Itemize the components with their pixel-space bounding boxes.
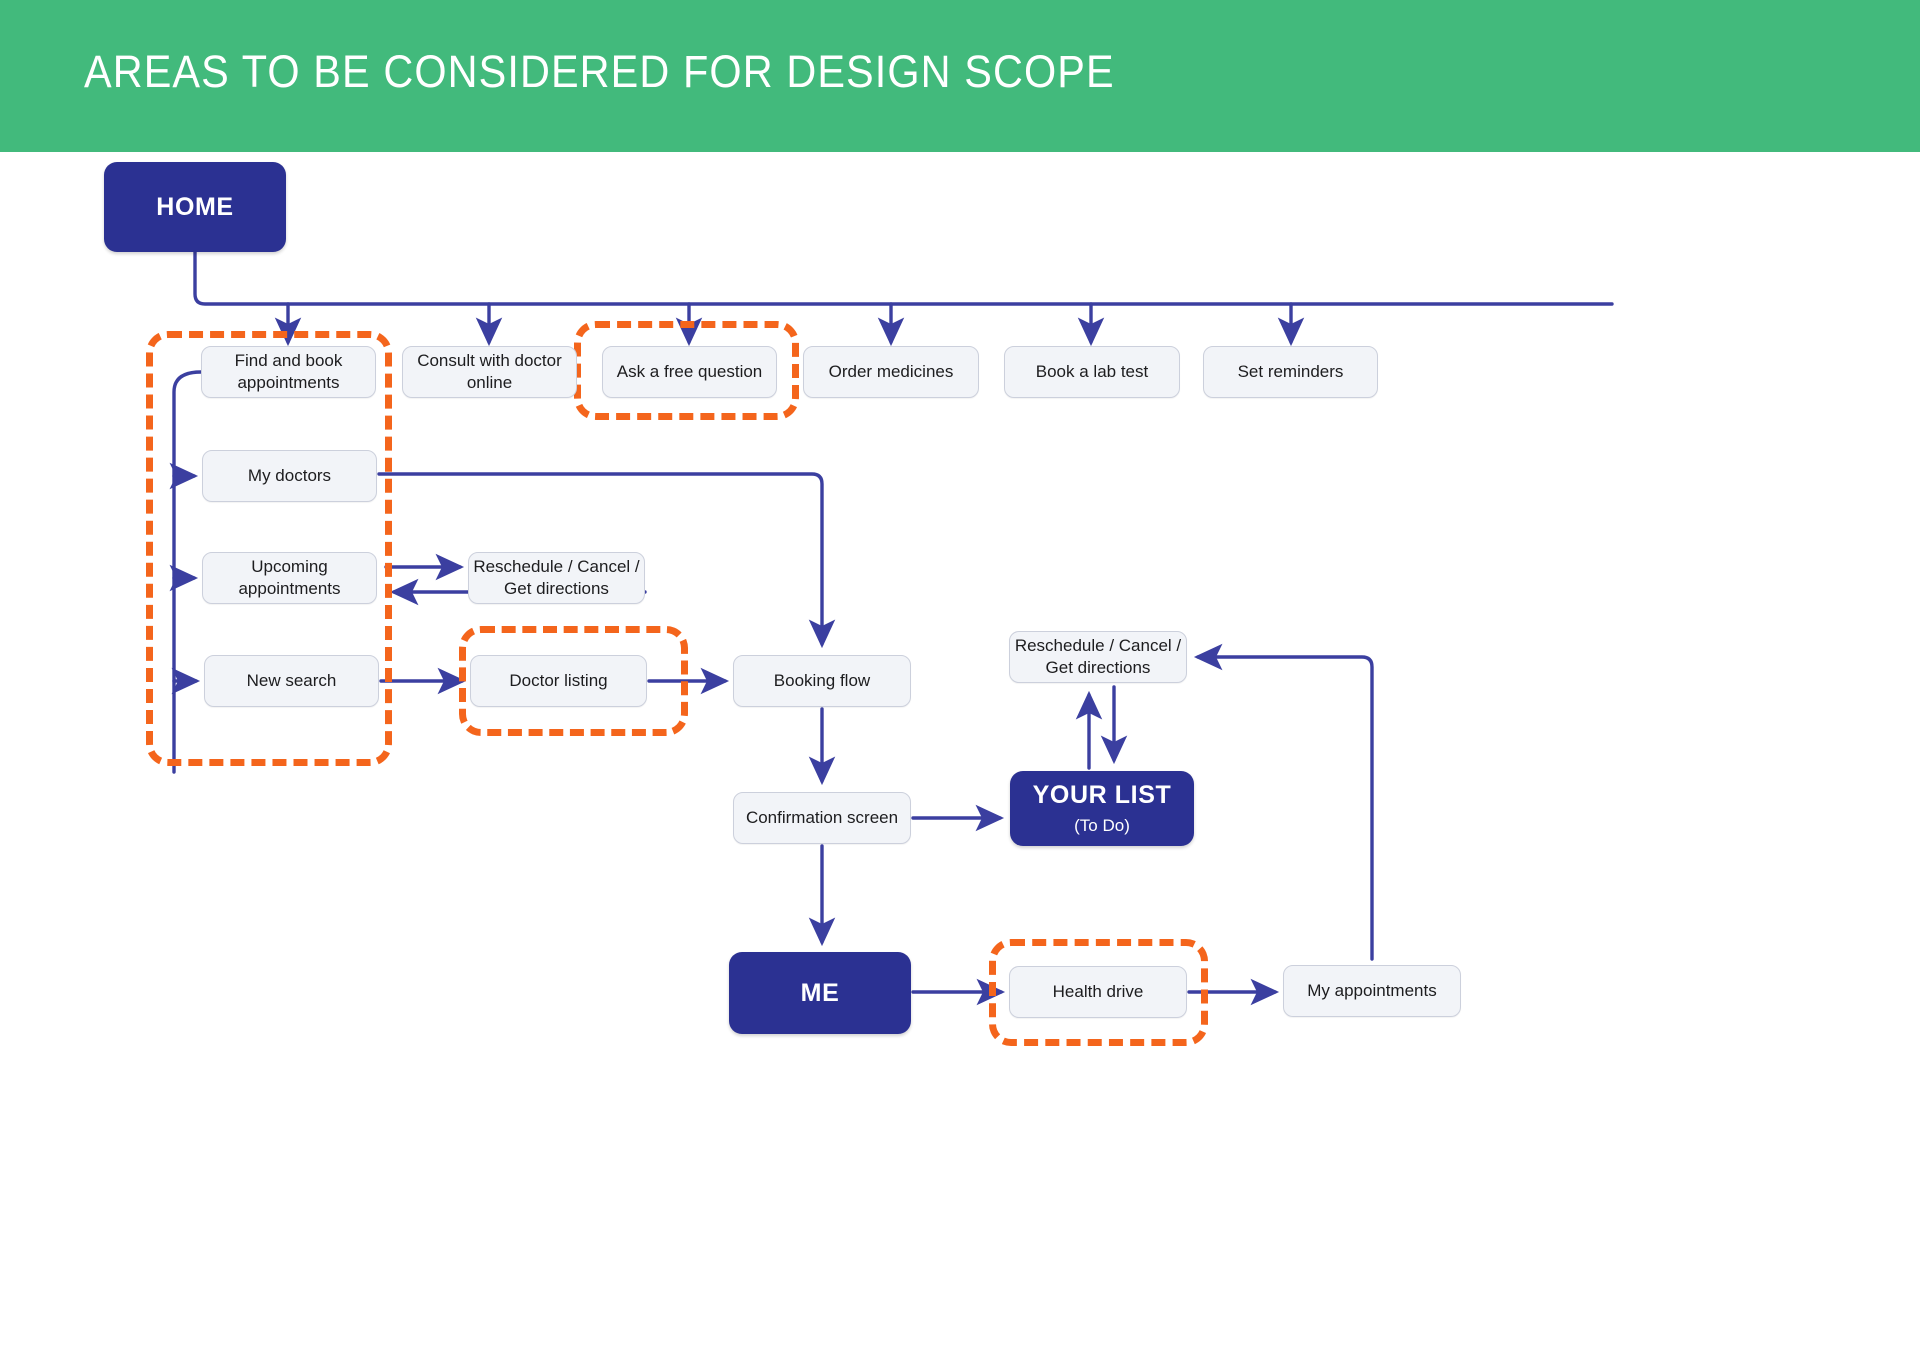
node-label-line2: online bbox=[466, 373, 513, 392]
node-label-line2: appointments bbox=[238, 579, 341, 598]
node-label-line1: Upcoming bbox=[251, 556, 328, 576]
node-label-line2: appointments bbox=[237, 373, 340, 392]
node-label-line1: New search bbox=[246, 670, 337, 690]
node-health-drive[interactable]: Health drive bbox=[1009, 966, 1187, 1018]
node-label-line1: Health drive bbox=[1052, 981, 1144, 1001]
node-doctor-listing[interactable]: Doctor listing bbox=[470, 655, 647, 707]
node-me[interactable]: ME bbox=[729, 952, 911, 1034]
flowchart-canvas: HOME Find and book appointments Consult … bbox=[0, 152, 1920, 1358]
edge-home-bus bbox=[193, 250, 1614, 306]
node-me-label: ME bbox=[800, 978, 840, 1007]
node-home[interactable]: HOME bbox=[104, 162, 286, 252]
node-reschedule-cancel-get-directions-left[interactable]: Reschedule / Cancel / Get directions bbox=[468, 552, 645, 604]
node-booking-flow[interactable]: Booking flow bbox=[733, 655, 911, 707]
node-label-line1: Reschedule / Cancel / bbox=[1014, 635, 1182, 655]
node-my-doctors[interactable]: My doctors bbox=[202, 450, 377, 502]
node-label-line1: My doctors bbox=[247, 465, 332, 485]
node-consult-with-doctor-online[interactable]: Consult with doctor online bbox=[402, 346, 577, 398]
node-label-line2: Get directions bbox=[1045, 658, 1151, 677]
node-your-list[interactable]: YOUR LIST (To Do) bbox=[1010, 771, 1194, 846]
edge-find-book-spine bbox=[172, 370, 203, 774]
node-label-line1: Reschedule / Cancel / bbox=[473, 556, 640, 576]
node-label-line1: Confirmation screen bbox=[745, 807, 899, 827]
node-my-appointments[interactable]: My appointments bbox=[1283, 965, 1461, 1017]
node-home-label: HOME bbox=[156, 192, 234, 221]
node-label-line1: Ask a free question bbox=[616, 361, 763, 381]
flowchart-connectors bbox=[169, 250, 1614, 1006]
node-upcoming-appointments[interactable]: Upcoming appointments bbox=[202, 552, 377, 604]
node-label-line1: Booking flow bbox=[773, 670, 871, 690]
node-order-medicines[interactable]: Order medicines bbox=[803, 346, 979, 398]
node-reschedule-cancel-get-directions-right[interactable]: Reschedule / Cancel / Get directions bbox=[1009, 631, 1187, 683]
node-find-and-book-appointments[interactable]: Find and book appointments bbox=[201, 346, 376, 398]
page-title: AREAS TO BE CONSIDERED FOR DESIGN SCOPE bbox=[84, 46, 1115, 97]
node-label-line1: Doctor listing bbox=[509, 670, 608, 690]
node-ask-a-free-question[interactable]: Ask a free question bbox=[602, 346, 777, 398]
node-label-line1: My appointments bbox=[1307, 980, 1437, 1000]
node-label-line1: Order medicines bbox=[828, 361, 954, 381]
node-label-line1: Find and book bbox=[234, 350, 343, 370]
node-label-line1: Set reminders bbox=[1237, 361, 1344, 381]
node-label-line1: Book a lab test bbox=[1035, 361, 1149, 381]
node-set-reminders[interactable]: Set reminders bbox=[1203, 346, 1378, 398]
node-label-line2: Get directions bbox=[504, 579, 609, 598]
node-your-list-sublabel: (To Do) bbox=[1074, 816, 1130, 836]
node-confirmation-screen[interactable]: Confirmation screen bbox=[733, 792, 911, 844]
node-new-search[interactable]: New search bbox=[204, 655, 379, 707]
node-book-a-lab-test[interactable]: Book a lab test bbox=[1004, 346, 1180, 398]
node-your-list-label: YOUR LIST bbox=[1032, 781, 1172, 810]
node-label-line1: Consult with doctor bbox=[417, 350, 562, 370]
slide-header-banner: AREAS TO BE CONSIDERED FOR DESIGN SCOPE bbox=[0, 0, 1920, 152]
edge-my-appointments-to-resched bbox=[1193, 643, 1374, 961]
